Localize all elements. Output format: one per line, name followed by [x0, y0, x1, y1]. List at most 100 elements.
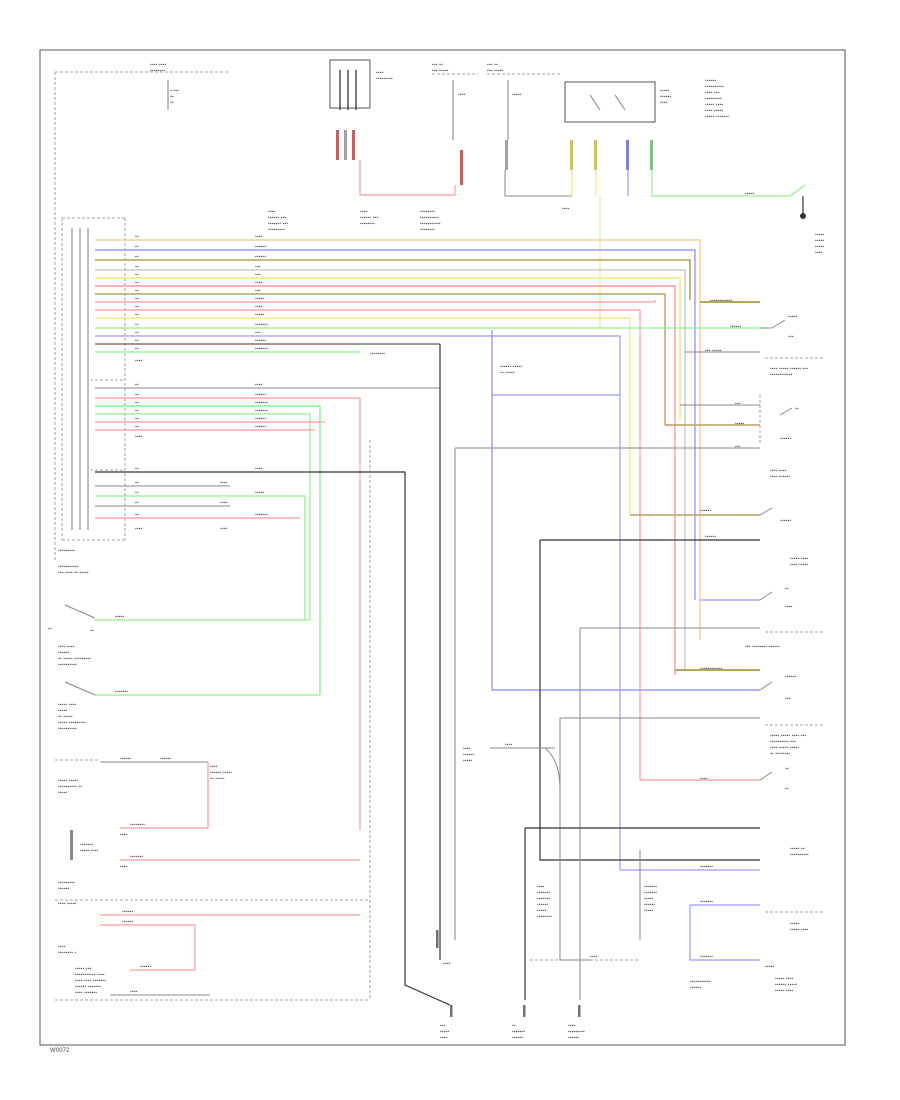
- svg-text:▪▪▪▪▪▪: ▪▪▪▪▪▪: [463, 752, 474, 758]
- svg-text:▪▪▪ ▪▪▪▪▪: ▪▪▪ ▪▪▪▪▪: [705, 348, 722, 354]
- svg-text:▪▪▪▪▪: ▪▪▪▪▪: [644, 896, 653, 902]
- svg-text:▪▪ ▪▪▪▪▪▪▪▪: ▪▪ ▪▪▪▪▪▪▪▪: [770, 751, 790, 757]
- svg-text:▪▪▪▪▪▪▪▪: ▪▪▪▪▪▪▪▪: [420, 227, 435, 233]
- svg-text:▪▪▪▪▪▪▪: ▪▪▪▪▪▪▪: [537, 890, 550, 896]
- svg-text:▪▪: ▪▪: [135, 392, 139, 398]
- svg-text:▪▪: ▪▪: [135, 280, 139, 286]
- svg-text:▪▪▪▪ ▪▪▪▪▪: ▪▪▪▪ ▪▪▪▪▪: [790, 562, 808, 568]
- svg-text:▪▪▪▪▪▪▪▪▪▪ ▪▪▪: ▪▪▪▪▪▪▪▪▪▪ ▪▪▪: [770, 739, 796, 745]
- svg-text:▪▪▪▪: ▪▪▪▪: [135, 358, 143, 364]
- svg-text:▪▪▪▪▪▪▪: ▪▪▪▪▪▪▪: [80, 842, 93, 848]
- svg-text:▪▪▪▪▪▪: ▪▪▪▪▪▪: [255, 244, 266, 250]
- svg-text:▪▪: ▪▪: [785, 586, 789, 592]
- svg-text:▪▪▪▪ ▪▪▪▪▪▪: ▪▪▪▪ ▪▪▪▪▪▪: [770, 474, 790, 480]
- svg-text:▪▪▪▪▪▪: ▪▪▪▪▪▪: [785, 674, 796, 680]
- svg-text:▪▪▪▪: ▪▪▪▪: [537, 884, 545, 890]
- svg-text:▪▪▪▪: ▪▪▪▪: [568, 1023, 576, 1029]
- svg-text:▪▪: ▪▪: [135, 346, 139, 352]
- svg-text:▪▪▪▪▪▪: ▪▪▪▪▪▪: [255, 254, 266, 260]
- svg-text:▪▪▪: ▪▪▪: [255, 330, 261, 336]
- svg-text:▪▪▪▪: ▪▪▪▪: [458, 92, 466, 98]
- svg-text:▪▪▪▪: ▪▪▪▪: [463, 746, 471, 752]
- svg-text:▪▪▪▪▪: ▪▪▪▪▪: [537, 908, 546, 914]
- svg-text:▪▪▪▪▪▪: ▪▪▪▪▪▪: [568, 1035, 579, 1041]
- svg-text:▪▪▪▪▪▪▪▪▪▪: ▪▪▪▪▪▪▪▪▪▪: [420, 215, 439, 221]
- svg-text:▪▪▪ ▪▪: ▪▪▪ ▪▪: [487, 62, 498, 68]
- svg-text:▪▪▪▪▪▪: ▪▪▪▪▪▪: [58, 886, 69, 892]
- svg-text:▪▪▪▪▪: ▪▪▪▪▪: [790, 921, 799, 927]
- svg-text:▪▪▪▪▪▪▪▪▪▪▪▪: ▪▪▪▪▪▪▪▪▪▪▪▪: [770, 372, 793, 378]
- svg-text:▪▪▪▪▪▪▪▪: ▪▪▪▪▪▪▪▪: [537, 914, 552, 920]
- svg-text:▪▪: ▪▪: [135, 416, 139, 422]
- svg-text:▪▪▪: ▪▪▪: [440, 1023, 446, 1029]
- svg-text:▪▪▪▪▪▪▪▪▪▪▪▪: ▪▪▪▪▪▪▪▪▪▪▪▪: [700, 666, 723, 672]
- svg-text:▪ ▪▪▪: ▪ ▪▪▪: [170, 88, 179, 94]
- svg-text:▪▪▪▪: ▪▪▪▪: [255, 382, 263, 388]
- switch-4: ▪▪ ▪▪▪▪: [759, 586, 793, 610]
- svg-text:▪▪▪▪▪▪▪: ▪▪▪▪▪▪▪: [255, 322, 268, 328]
- svg-text:▪▪▪▪▪▪▪: ▪▪▪▪▪▪▪: [537, 896, 550, 902]
- svg-text:▪▪▪: ▪▪▪: [735, 401, 741, 407]
- svg-text:▪▪▪▪: ▪▪▪▪: [376, 70, 384, 76]
- svg-text:▪▪▪▪▪ ▪▪▪▪: ▪▪▪▪▪ ▪▪▪▪: [790, 556, 808, 562]
- svg-text:▪▪▪▪ ▪▪▪▪: ▪▪▪▪ ▪▪▪▪: [150, 62, 167, 68]
- svg-text:▪▪▪▪: ▪▪▪▪: [562, 206, 570, 212]
- top-fuse-area: ▪▪▪▪ ▪▪▪▪ ▪▪▪▪▪▪▪▪ ▪ ▪▪▪ ▪▪ ▪▪ ▪▪▪▪ ▪▪▪▪…: [54, 59, 824, 560]
- svg-text:▪▪▪▪▪: ▪▪▪▪▪: [815, 238, 824, 244]
- svg-text:▪▪▪▪▪▪: ▪▪▪▪▪▪: [255, 424, 266, 430]
- svg-text:▪▪▪▪: ▪▪▪▪: [255, 304, 263, 310]
- svg-text:▪▪▪: ▪▪▪: [255, 288, 261, 294]
- svg-text:▪▪▪▪ ▪▪▪▪▪: ▪▪▪▪ ▪▪▪▪▪: [705, 108, 723, 114]
- svg-text:▪▪▪▪▪▪: ▪▪▪▪▪▪: [255, 392, 266, 398]
- svg-text:▪▪▪▪: ▪▪▪▪: [440, 1035, 448, 1041]
- svg-text:▪▪: ▪▪: [90, 628, 94, 634]
- svg-text:▪▪▪▪: ▪▪▪▪: [135, 526, 143, 532]
- svg-text:▪▪▪▪▪: ▪▪▪▪▪: [644, 908, 653, 914]
- svg-text:▪▪▪▪▪▪: ▪▪▪▪▪▪: [120, 756, 131, 762]
- switch-6: ▪▪ ▪▪: [759, 766, 789, 792]
- svg-text:▪▪: ▪▪: [135, 330, 139, 336]
- switch-3: ▪▪▪▪▪▪ ▪▪▪▪▪▪: [700, 507, 791, 524]
- svg-text:▪▪: ▪▪: [135, 466, 139, 472]
- svg-text:▪▪: ▪▪: [795, 406, 799, 412]
- svg-text:▪▪▪▪▪▪: ▪▪▪▪▪▪: [140, 964, 151, 970]
- svg-text:▪▪: ▪▪: [135, 312, 139, 318]
- ground-terminals: ▪▪▪▪ ▪▪▪ ▪▪▪▪▪ ▪▪▪▪ ▪▪ ▪▪▪▪▪▪▪ ▪▪▪▪▪▪ ▪▪…: [436, 930, 585, 1041]
- svg-text:▪▪▪▪▪▪: ▪▪▪▪▪▪: [705, 534, 716, 540]
- svg-text:▪▪: ▪▪: [135, 272, 139, 278]
- svg-text:▪▪▪▪▪ ▪▪▪: ▪▪▪▪▪ ▪▪▪: [75, 966, 92, 972]
- svg-text:▪▪▪▪ ▪▪▪▪▪: ▪▪▪▪ ▪▪▪▪▪: [58, 901, 76, 907]
- svg-text:▪▪▪▪▪▪▪▪: ▪▪▪▪▪▪▪▪: [130, 822, 145, 828]
- svg-text:▪▪▪▪: ▪▪▪▪: [360, 209, 368, 215]
- svg-text:▪▪▪▪ ▪▪▪▪ ▪▪▪▪▪▪▪: ▪▪▪▪ ▪▪▪▪ ▪▪▪▪▪▪▪: [75, 978, 106, 984]
- svg-text:▪▪▪ ▪▪▪▪▪▪▪▪ ▪▪▪▪▪▪: ▪▪▪ ▪▪▪▪▪▪▪▪ ▪▪▪▪▪▪: [745, 644, 780, 650]
- svg-text:▪▪▪▪▪▪▪: ▪▪▪▪▪▪▪: [115, 689, 128, 695]
- svg-text:▪▪▪▪▪▪: ▪▪▪▪▪▪: [122, 909, 133, 915]
- svg-text:▪▪▪▪: ▪▪▪▪: [590, 954, 598, 960]
- top-vertical-wires: [359, 160, 806, 330]
- svg-text:▪▪▪▪▪: ▪▪▪▪▪: [255, 296, 264, 302]
- svg-text:▪▪▪▪▪ ▪▪▪▪: ▪▪▪▪▪ ▪▪▪▪: [775, 988, 793, 994]
- svg-text:▪▪: ▪▪: [135, 234, 139, 240]
- svg-text:▪▪: ▪▪: [48, 626, 52, 632]
- svg-text:▪▪▪▪▪▪▪▪▪▪▪ ▪▪▪▪: ▪▪▪▪▪▪▪▪▪▪▪ ▪▪▪▪: [75, 972, 105, 978]
- svg-text:▪▪: ▪▪: [135, 512, 139, 518]
- svg-text:▪▪▪▪: ▪▪▪▪: [815, 250, 823, 256]
- svg-text:▪▪▪▪ ▪▪▪▪: ▪▪▪▪ ▪▪▪▪: [770, 468, 787, 474]
- svg-text:▪▪▪▪: ▪▪▪▪: [255, 466, 263, 472]
- svg-text:▪▪▪▪▪▪▪▪▪▪: ▪▪▪▪▪▪▪▪▪▪: [790, 852, 809, 858]
- left-side-components: ▪▪▪▪▪▪▪▪▪▪▪ ▪▪▪ ▪▪▪▪ ▪▪ ▪▪▪▪▪ ▪▪▪▪▪ ▪▪ ▪…: [48, 440, 371, 1001]
- svg-text:▪▪▪▪▪▪ ▪▪▪▪▪▪▪: ▪▪▪▪▪▪ ▪▪▪▪▪▪▪: [75, 984, 101, 990]
- svg-text:▪▪▪▪▪▪: ▪▪▪▪▪▪: [58, 650, 69, 656]
- svg-text:▪▪: ▪▪: [135, 296, 139, 302]
- switch-2: ▪▪ ▪▪▪▪▪▪ ▪▪▪ ▪▪▪▪▪ ▪▪▪: [735, 395, 799, 450]
- switch-1: ▪▪▪▪▪ ▪▪▪: [760, 314, 797, 340]
- svg-text:▪▪▪▪▪▪▪▪▪▪▪▪: ▪▪▪▪▪▪▪▪▪▪▪▪: [710, 298, 733, 304]
- svg-text:▪▪▪▪: ▪▪▪▪: [268, 209, 276, 215]
- svg-text:▪▪▪▪: ▪▪▪▪: [220, 480, 228, 486]
- svg-text:▪▪▪▪▪: ▪▪▪▪▪: [255, 490, 264, 496]
- svg-text:▪▪: ▪▪: [135, 500, 139, 506]
- left-connector-block: ▪▪▪▪▪▪▪▪▪: [58, 217, 126, 554]
- svg-text:▪▪▪▪▪▪▪▪▪▪ ▪▪: ▪▪▪▪▪▪▪▪▪▪ ▪▪: [58, 784, 82, 790]
